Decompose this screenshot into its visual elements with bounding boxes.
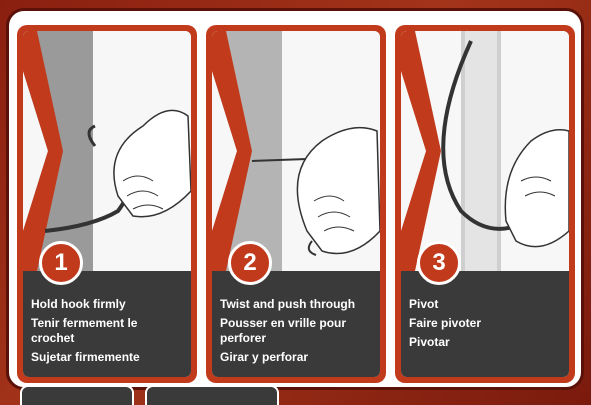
step-1-line-en: Hold hook firmly bbox=[31, 297, 183, 312]
step-3-line-en: Pivot bbox=[409, 297, 561, 312]
hold-hook-illustration bbox=[23, 31, 191, 271]
step-3-line-es: Pivotar bbox=[409, 335, 561, 350]
step-number-2: 2 bbox=[228, 241, 272, 285]
pivot-illustration bbox=[401, 31, 569, 271]
step-number-3: 3 bbox=[417, 241, 461, 285]
step-panel-3: Pivot Faire pivoter Pivotar 3 bbox=[395, 25, 575, 383]
step-2-line-es: Girar y perforar bbox=[220, 350, 372, 365]
step-panel-2: Twist and push through Pousser en vrille… bbox=[206, 25, 386, 383]
step-2-line-en: Twist and push through bbox=[220, 297, 372, 312]
step-number-1: 1 bbox=[39, 241, 83, 285]
bottom-tab-left bbox=[20, 385, 134, 405]
twist-push-illustration bbox=[212, 31, 380, 271]
bottom-tab-right bbox=[145, 385, 279, 405]
instruction-board: Hold hook firmly Tenir fermement le croc… bbox=[6, 8, 584, 390]
step-2-line-fr: Pousser en vrille pour perforer bbox=[220, 316, 372, 346]
step-panel-2-inner: Twist and push through Pousser en vrille… bbox=[212, 31, 380, 377]
step-caption-2: Twist and push through Pousser en vrille… bbox=[212, 271, 380, 377]
step-1-line-es: Sujetar firmemente bbox=[31, 350, 183, 365]
step-caption-3: Pivot Faire pivoter Pivotar bbox=[401, 271, 569, 377]
step-3-line-fr: Faire pivoter bbox=[409, 316, 561, 331]
step-panel-1-inner: Hold hook firmly Tenir fermement le croc… bbox=[23, 31, 191, 377]
step-caption-1: Hold hook firmly Tenir fermement le croc… bbox=[23, 271, 191, 377]
step-1-line-fr: Tenir fermement le crochet bbox=[31, 316, 183, 346]
step-panel-1: Hold hook firmly Tenir fermement le croc… bbox=[17, 25, 197, 383]
step-panel-3-inner: Pivot Faire pivoter Pivotar 3 bbox=[401, 31, 569, 377]
